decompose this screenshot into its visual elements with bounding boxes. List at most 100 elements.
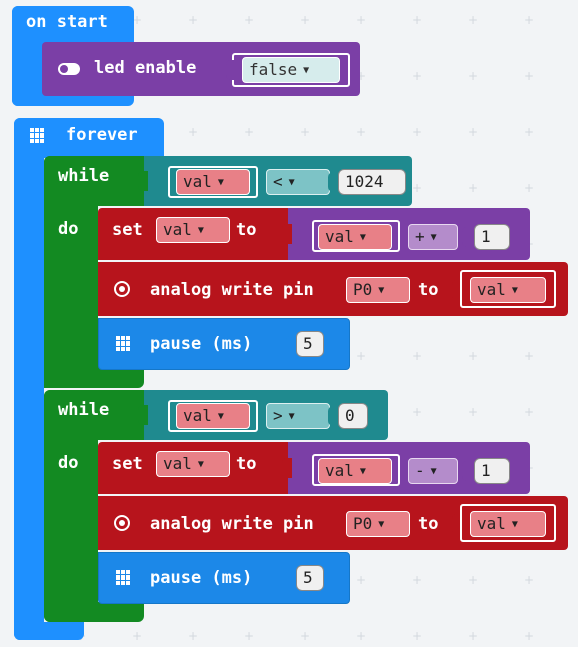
led-enable-label: led enable [94, 58, 197, 78]
set-var-dropdown-2[interactable]: val▼ [156, 451, 230, 477]
pause-number-2[interactable]: 5 [296, 565, 324, 591]
caret-down-icon: ▼ [430, 465, 437, 477]
analog-value-var-2[interactable]: val ▼ [470, 511, 546, 537]
grid-dot: + [412, 69, 423, 83]
compare-right-number-2[interactable]: 0 [338, 403, 368, 429]
math-left-var-1[interactable]: val ▼ [318, 224, 392, 250]
caret-down-icon: ▼ [430, 231, 437, 243]
pause-number-1[interactable]: 5 [296, 331, 324, 357]
math-left-slot-1 [312, 220, 400, 252]
caret-down-icon: ▼ [217, 410, 224, 422]
compare-op-dropdown-1[interactable]: <▼ [266, 169, 330, 195]
math-op-dropdown-1[interactable]: +▼ [408, 224, 458, 250]
number-value: 5 [303, 568, 313, 587]
grid-dot: + [412, 125, 423, 139]
var-name: val [325, 461, 354, 480]
grid-dot: + [188, 13, 199, 27]
grid-dot: + [524, 181, 535, 195]
slot-notch [452, 514, 462, 534]
grid-dot: + [468, 125, 479, 139]
math-right-number-2[interactable]: 1 [474, 458, 510, 484]
slot-notch [282, 458, 292, 478]
grid-icon [116, 336, 131, 351]
compare-left-var-1[interactable]: val ▼ [176, 169, 250, 195]
grid-dot: + [468, 629, 479, 643]
grid-dot: + [356, 573, 367, 587]
forever-side [14, 118, 44, 640]
toggle-icon [58, 63, 80, 75]
to-label: to [418, 514, 439, 534]
slot-notch [462, 461, 472, 481]
slot-notch [286, 570, 296, 590]
caret-down-icon: ▼ [378, 518, 385, 530]
while-1-side [44, 156, 98, 388]
caret-down-icon: ▼ [359, 231, 366, 243]
number-value: 5 [303, 334, 313, 353]
caret-down-icon: ▼ [197, 224, 204, 236]
grid-dot: + [300, 629, 311, 643]
grid-dot: + [188, 125, 199, 139]
slot-notch [452, 280, 462, 300]
op-symbol: - [415, 461, 425, 480]
grid-dot: + [412, 349, 423, 363]
var-name: val [163, 220, 192, 239]
compare-left-var-2[interactable]: val▼ [176, 403, 250, 429]
math-right-number-1[interactable]: 1 [474, 224, 510, 250]
slot-notch [138, 171, 148, 191]
compare-left-slot-1 [168, 166, 258, 198]
caret-down-icon: ▼ [359, 465, 366, 477]
grid-dot: + [412, 181, 423, 195]
var-name: val [477, 280, 506, 299]
to-label: to [418, 280, 439, 300]
var-name: val [325, 227, 354, 246]
while-1-bottom [44, 366, 144, 388]
grid-dot: + [356, 125, 367, 139]
analog-value-var-1[interactable]: val ▼ [470, 277, 546, 303]
compare-right-number-1[interactable]: 1024 [338, 169, 406, 195]
slot-notch [282, 224, 292, 244]
grid-dot: + [300, 13, 311, 27]
grid-dot: + [468, 69, 479, 83]
caret-down-icon: ▼ [378, 284, 385, 296]
math-op-dropdown-2[interactable]: -▼ [408, 458, 458, 484]
caret-down-icon: ▼ [288, 410, 295, 422]
number-value: 1024 [345, 172, 384, 191]
pin-dropdown-1[interactable]: P0▼ [346, 277, 410, 303]
caret-down-icon: ▼ [288, 176, 295, 188]
slot-notch [328, 406, 338, 426]
on-start-inner-edge [12, 6, 42, 106]
slot-notch [226, 60, 236, 80]
led-enable-value: false [249, 60, 298, 79]
grid-dot: + [468, 573, 479, 587]
caret-down-icon: ▼ [511, 518, 518, 530]
slot-notch [462, 227, 472, 247]
op-symbol: < [273, 172, 283, 191]
grid-dot: + [468, 13, 479, 27]
compare-left-slot-2 [168, 400, 258, 432]
compare-op-dropdown-2[interactable]: >▼ [266, 403, 330, 429]
caret-down-icon: ▼ [511, 284, 518, 296]
math-left-slot-2 [312, 454, 400, 486]
var-name: val [477, 514, 506, 533]
math-left-var-2[interactable]: val ▼ [318, 458, 392, 484]
caret-down-icon: ▼ [197, 458, 204, 470]
grid-icon [116, 570, 131, 585]
grid-dot: + [468, 405, 479, 419]
var-name: val [183, 172, 212, 191]
do-2-label: do [58, 453, 79, 473]
analog-write-label: analog write pin [150, 280, 314, 300]
pause-label: pause (ms) [150, 334, 253, 354]
grid-dot: + [412, 573, 423, 587]
analog-write-label: analog write pin [150, 514, 314, 534]
grid-dot: + [468, 181, 479, 195]
do-1-label: do [58, 219, 79, 239]
caret-down-icon: ▼ [217, 176, 224, 188]
caret-down-icon: ▼ [303, 64, 310, 76]
pin-dropdown-2[interactable]: P0▼ [346, 511, 410, 537]
led-enable-dropdown[interactable]: false ▼ [242, 57, 340, 83]
grid-dot: + [412, 629, 423, 643]
set-var-dropdown-1[interactable]: val ▼ [156, 217, 230, 243]
grid-dot: + [412, 13, 423, 27]
grid-dot: + [244, 629, 255, 643]
target-icon [114, 515, 130, 531]
